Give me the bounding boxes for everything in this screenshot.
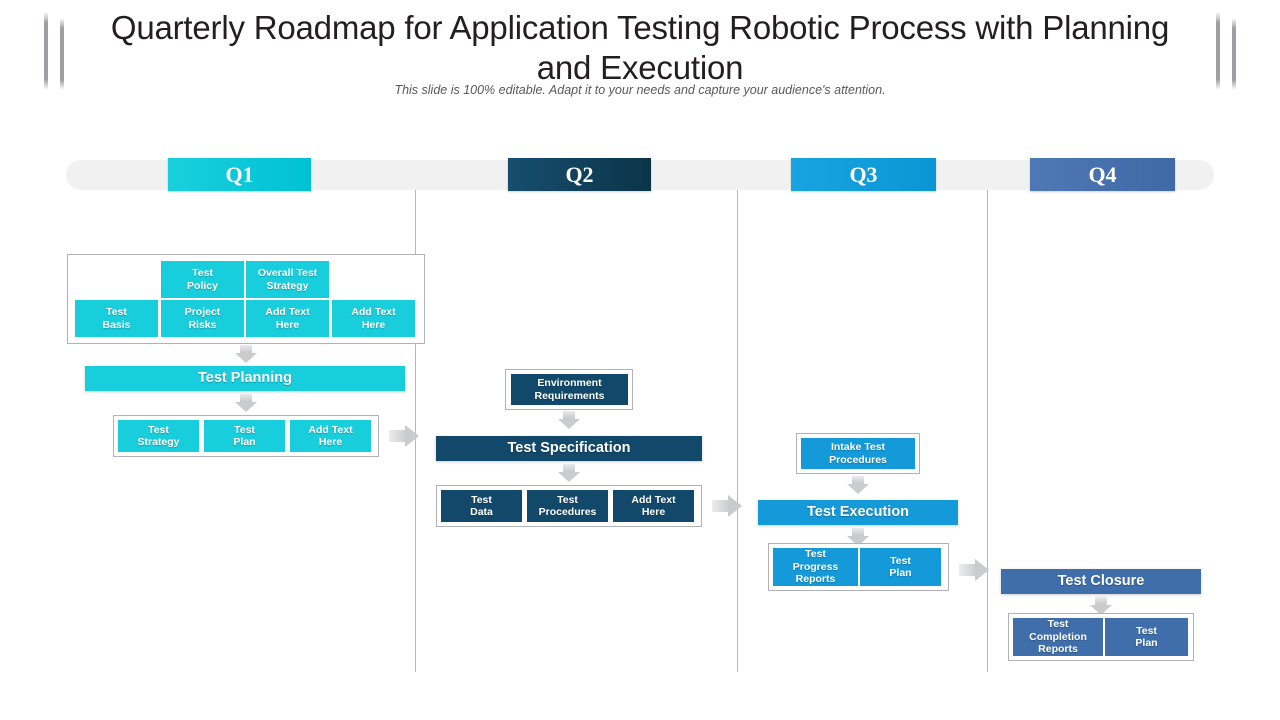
arrow-down-icon — [1090, 597, 1112, 615]
q3-output-tile[interactable]: Test Plan — [860, 548, 941, 586]
arrow-down-icon — [558, 411, 580, 429]
arrow-down-icon — [847, 476, 869, 494]
left-accent-bar-1 — [44, 12, 48, 90]
page-title: Quarterly Roadmap for Application Testin… — [110, 9, 1170, 86]
q1-input-tile[interactable]: Test Basis — [75, 300, 158, 337]
q4-output-tile[interactable]: Test Completion Reports — [1013, 618, 1103, 656]
arrow-down-icon — [558, 464, 580, 482]
q4-phase-bar[interactable]: Test Closure — [1001, 569, 1201, 594]
quarter-tab-q3[interactable]: Q3 — [791, 158, 936, 191]
q2-output-tile[interactable]: Test Data — [441, 490, 522, 522]
right-accent-bar-1 — [1216, 12, 1220, 90]
q2-input-tile[interactable]: Environment Requirements — [511, 374, 628, 405]
q1-input-tile[interactable]: Add Text Here — [246, 300, 329, 337]
q1-phase-bar[interactable]: Test Planning — [85, 366, 405, 391]
q1-output-tile[interactable]: Test Strategy — [118, 420, 199, 452]
quarter-tab-q4[interactable]: Q4 — [1030, 158, 1175, 191]
q1-output-tile[interactable]: Add Text Here — [290, 420, 371, 452]
q4-output-tile[interactable]: Test Plan — [1105, 618, 1188, 656]
q1-output-tile[interactable]: Test Plan — [204, 420, 285, 452]
lane-divider-q2-q3 — [737, 190, 738, 672]
q3-input-tile[interactable]: Intake Test Procedures — [801, 438, 915, 469]
q1-input-tile[interactable]: Test Policy — [161, 261, 244, 298]
q2-phase-bar[interactable]: Test Specification — [436, 436, 702, 461]
arrow-down-icon — [847, 528, 869, 546]
arrow-right-icon — [712, 495, 742, 517]
q2-output-tile[interactable]: Test Procedures — [527, 490, 608, 522]
arrow-down-icon — [235, 345, 257, 363]
page-subtitle: This slide is 100% editable. Adapt it to… — [394, 83, 886, 97]
right-accent-bar-2 — [1232, 18, 1236, 90]
left-accent-bar-2 — [60, 18, 64, 90]
arrow-right-icon — [389, 425, 419, 447]
lane-divider-q3-q4 — [987, 190, 988, 672]
q2-output-tile[interactable]: Add Text Here — [613, 490, 694, 522]
q1-input-tile[interactable]: Overall Test Strategy — [246, 261, 329, 298]
q3-output-tile[interactable]: Test Progress Reports — [773, 548, 858, 586]
q3-phase-bar[interactable]: Test Execution — [758, 500, 958, 525]
quarter-tab-q1[interactable]: Q1 — [168, 158, 311, 191]
q1-input-tile[interactable]: Project Risks — [161, 300, 244, 337]
quarter-tab-q2[interactable]: Q2 — [508, 158, 651, 191]
arrow-down-icon — [235, 394, 257, 412]
q1-input-tile[interactable]: Add Text Here — [332, 300, 415, 337]
arrow-right-icon — [959, 559, 989, 581]
